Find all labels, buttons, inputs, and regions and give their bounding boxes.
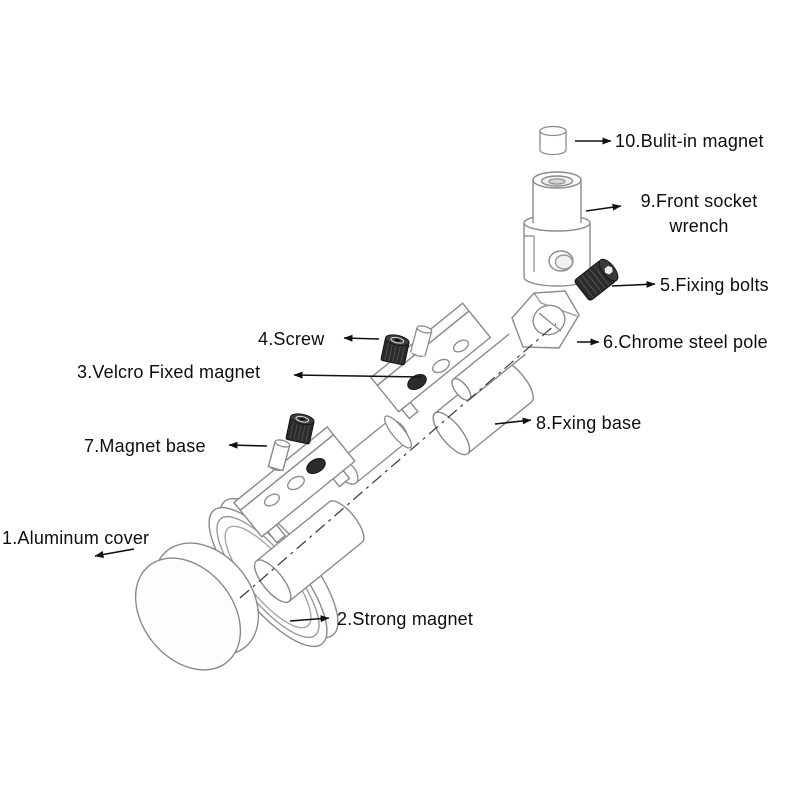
arrow-to-label-4 <box>343 334 380 342</box>
part-screw <box>380 334 410 366</box>
arrow-to-label-7 <box>228 441 268 449</box>
label-front-socket-wrench: 9.Front socket wrench <box>640 191 758 236</box>
arrow-to-label-2 <box>289 615 330 623</box>
rail-slot <box>432 358 450 374</box>
arrow-to-label-3 <box>293 371 422 379</box>
part-velcro-magnet-lower <box>306 457 326 475</box>
rail-slot <box>263 493 281 507</box>
part-hex-block <box>511 290 580 349</box>
part-screw-lower <box>285 413 315 445</box>
part-magnet-base-upper <box>409 325 433 357</box>
arrow-to-label-1 <box>94 548 135 558</box>
rail-slot <box>287 475 305 491</box>
label-screw: 4.Screw <box>258 329 325 349</box>
part-chrome-steel-pole <box>451 290 580 401</box>
label-aluminum-cover: 1.Aluminum cover <box>2 528 150 548</box>
label-strong-magnet: 2.Strong magnet <box>337 609 474 629</box>
part-front-socket-wrench <box>523 171 591 287</box>
label-fixing-base: 8.Fxing base <box>536 413 642 433</box>
part-aluminum-cover <box>134 542 260 671</box>
part-washer <box>383 415 413 449</box>
arrow-to-label-9 <box>585 203 622 212</box>
part-fixing-base-lower <box>253 500 365 604</box>
part-fixing-bolt <box>574 258 619 301</box>
label-chrome-steel-pole: 6.Chrome steel pole <box>603 332 768 352</box>
arrow-to-label-5 <box>611 280 656 288</box>
part-built-in-magnet <box>539 125 567 156</box>
label-velcro-fixed-magnet: 3.Velcro Fixed magnet <box>77 362 261 382</box>
label-magnet-base: 7.Magnet base <box>84 436 206 456</box>
part-magnet-base <box>267 439 291 472</box>
arrow-to-label-8 <box>494 417 532 425</box>
rail-slot <box>452 339 470 353</box>
label-fixing-bolts: 5.Fixing bolts <box>660 275 769 295</box>
label-built-in-magnet: 10.Bulit-in magnet <box>615 131 764 151</box>
axis-centerline <box>239 323 557 599</box>
